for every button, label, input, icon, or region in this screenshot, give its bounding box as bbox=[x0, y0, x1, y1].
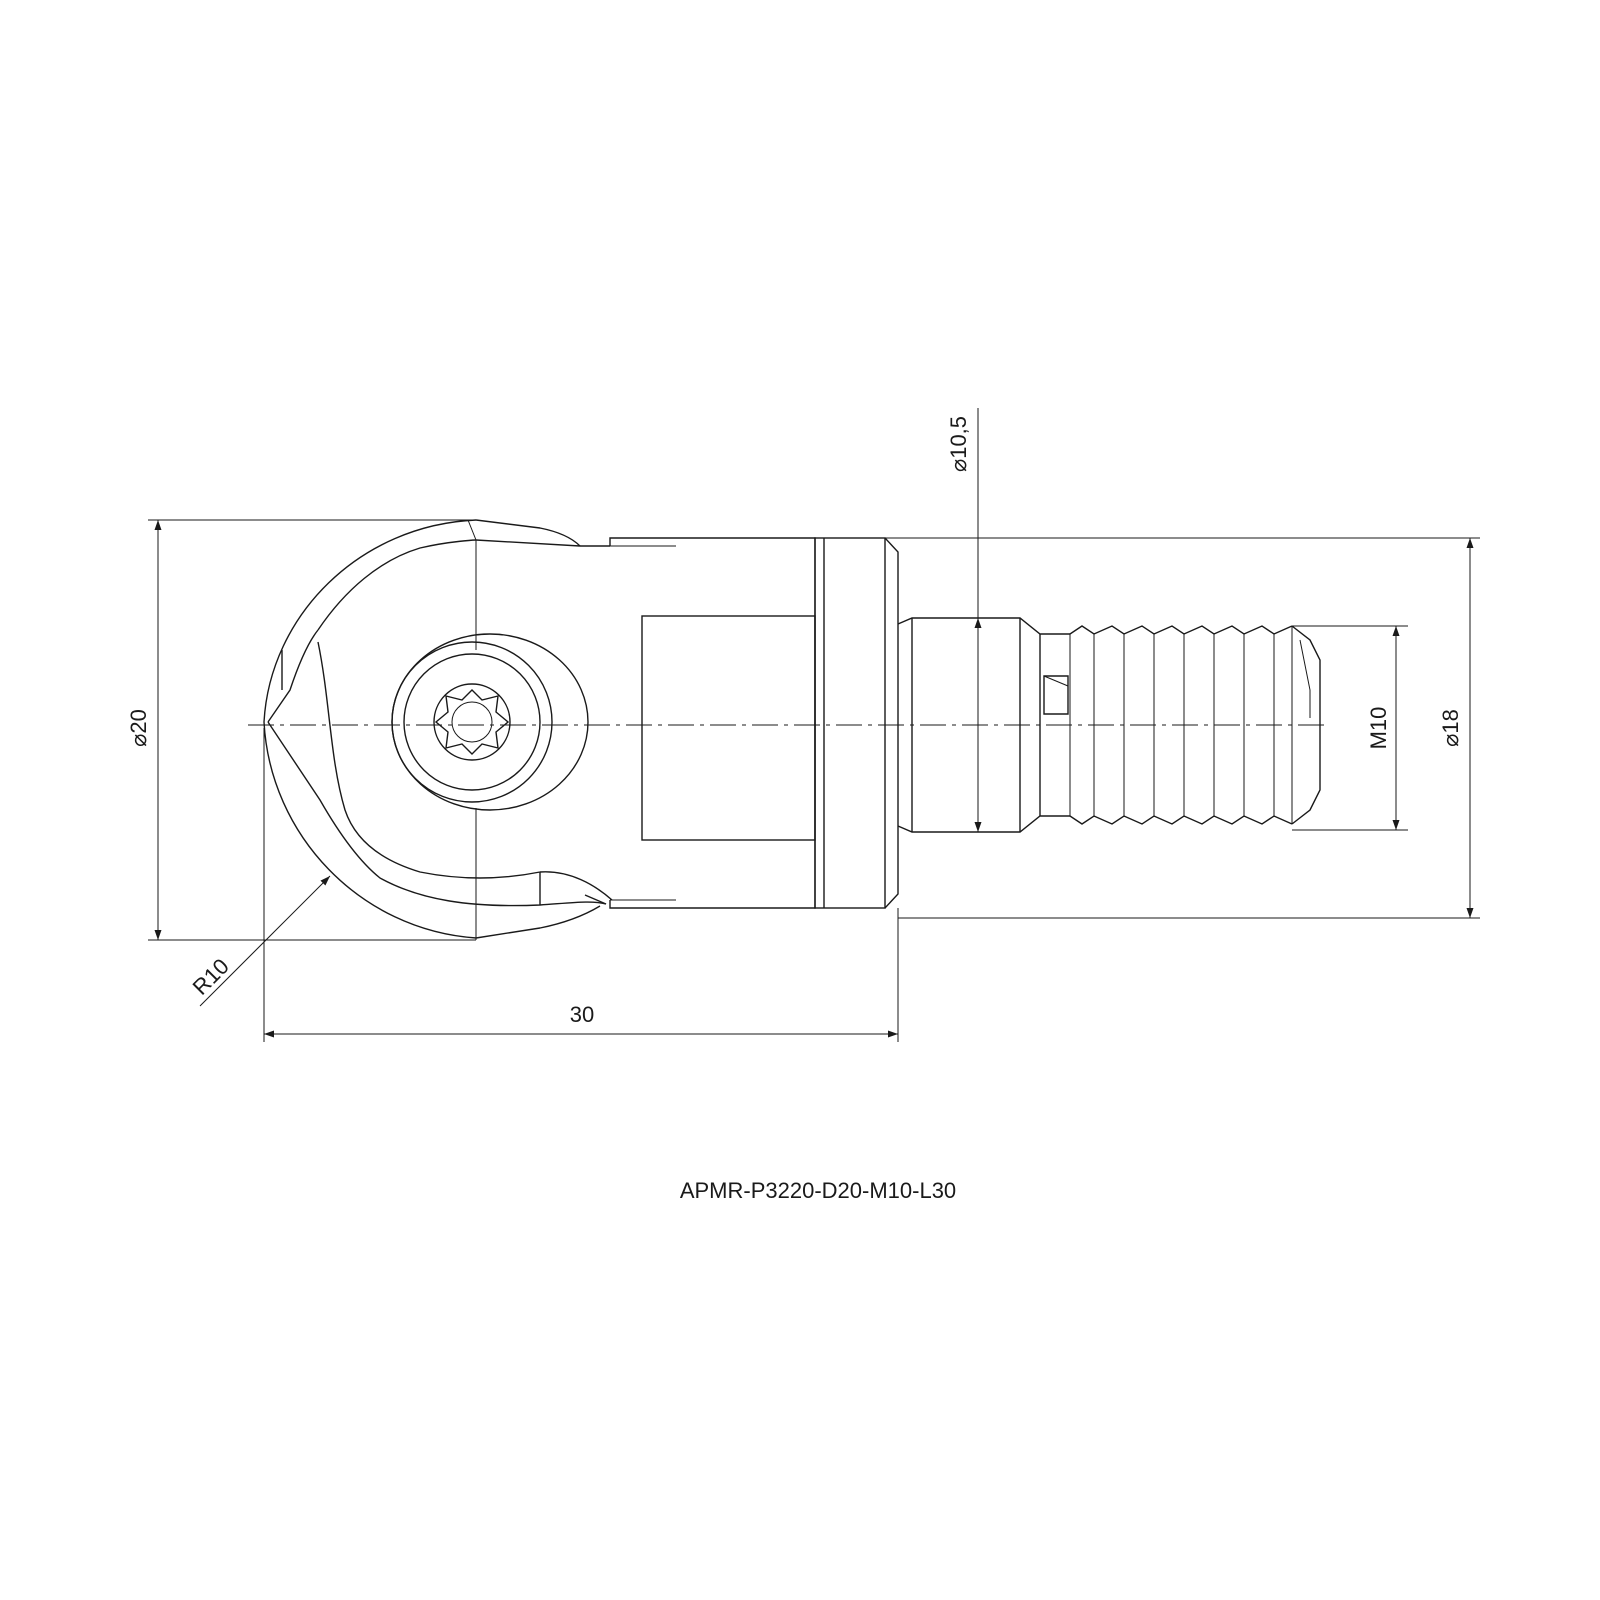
dimension-d10-5-label: ⌀10,5 bbox=[946, 416, 971, 472]
dimension-d20-label: ⌀20 bbox=[126, 709, 151, 747]
tool-body bbox=[609, 537, 1070, 909]
dimension-l30-label: 30 bbox=[570, 1002, 594, 1027]
dimension-d20: ⌀20 bbox=[126, 519, 476, 941]
dimension-r10-label: R10 bbox=[188, 954, 234, 1000]
part-number: APMR-P3220-D20-M10-L30 bbox=[680, 1178, 956, 1203]
dimension-d18-label: ⌀18 bbox=[1438, 709, 1463, 747]
dimension-d18: ⌀18 bbox=[885, 537, 1480, 919]
dimension-l30: 30 bbox=[263, 728, 899, 1042]
clamp-screw bbox=[391, 633, 589, 820]
dimension-d10-5: ⌀10,5 bbox=[946, 408, 982, 832]
thread bbox=[1069, 625, 1321, 825]
dimension-r10: R10 bbox=[188, 875, 331, 1007]
dimension-m10: M10 bbox=[1292, 625, 1408, 831]
dimension-m10-label: M10 bbox=[1366, 707, 1391, 750]
ball-nose-head bbox=[263, 519, 613, 940]
